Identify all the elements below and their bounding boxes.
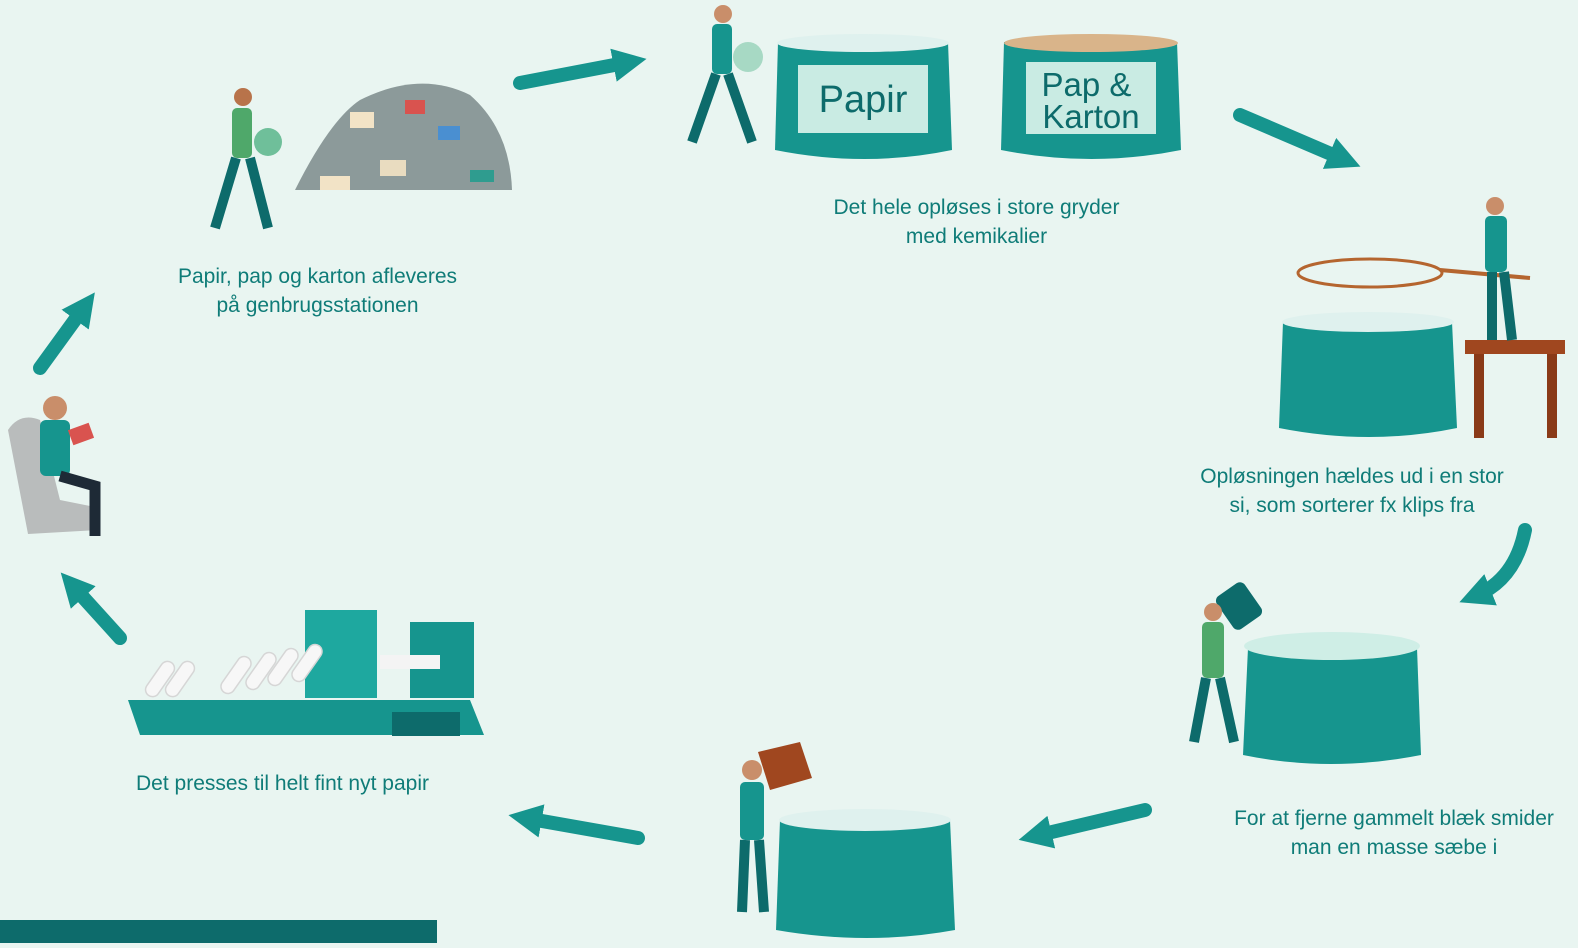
step4-caption: For at fjerne gammelt blæk smider man en… [1234,807,1554,859]
worker-legs [1487,271,1517,341]
bin-pap-karton-top [1004,34,1178,52]
bin-pap-karton-label-line: Pap & [1041,66,1131,103]
bin-pap-karton-label-line: Karton [1042,98,1139,135]
stool-leg [1547,354,1557,438]
worker-legs [1189,676,1239,744]
paper-sheet [350,112,374,128]
arrow-step4-to-step5 [1018,803,1152,849]
person-head [234,88,252,106]
reader-legs [58,470,101,536]
armchair [8,417,100,534]
reader-head [43,396,67,420]
pour-bin-top [779,809,951,831]
pour-bin [776,820,955,938]
paper-roll [164,660,196,698]
sieve-bin-top [1282,312,1454,332]
worker-head [714,5,732,23]
paper-roll [267,647,299,687]
arrow-step5-to-step6 [508,804,645,845]
soap-bottle [1215,582,1263,630]
step3-caption: Opløsningen hældes ud i en stor si, som … [1200,465,1504,517]
step1-illustration [210,83,512,230]
machine-slot [380,655,440,669]
bin-papir-label: Papir [819,79,908,121]
step3-illustration [1279,197,1565,438]
stool-top [1465,340,1565,354]
paper-roll [220,655,252,695]
book [67,422,95,446]
soap-foam [1244,632,1420,660]
bin-pap-karton-label-panel [1026,62,1156,134]
sieve-bin [1279,322,1457,437]
control-panel [392,712,460,736]
paper-sheet [380,160,406,176]
step1-caption: Papir, pap og karton afleveres på genbru… [177,265,457,317]
paper-roll [144,660,176,698]
worker-head [742,760,762,780]
paper-sheet [405,100,425,114]
reader-body [40,420,70,476]
paper-sheet [438,126,460,140]
worker-legs [687,72,757,144]
powder-bag [758,742,812,790]
sieve-handle [1439,268,1531,280]
recyclables-bundle [733,42,763,72]
sieve-ring [1296,257,1444,289]
step7-illustration [8,396,101,536]
worker-body [1202,622,1224,678]
paper-sheet [470,170,494,182]
step5-illustration [737,742,955,938]
step2-caption: Det hele opløses i store gryder med kemi… [833,196,1120,248]
step4-illustration [1189,582,1421,764]
arrow-step2-to-step3 [1233,108,1361,169]
paper-rolls [144,643,323,698]
bin-pap-karton-label: Pap & Karton [1041,66,1140,135]
paper-roll [291,643,323,683]
paper-sheet [320,176,350,190]
cycle-arrows [33,48,1532,849]
arrow-step3-to-step4 [1459,523,1532,606]
step6-illustration [128,610,484,736]
arrow-step1-to-step2 [513,48,647,90]
worker-body [740,782,764,840]
step2-illustration: Papir Pap & Karton [687,5,1181,159]
worker-head [1486,197,1504,215]
soap-bin [1243,648,1421,764]
worker-head [1204,603,1222,621]
stool-leg [1474,354,1484,438]
worker-legs [737,839,769,913]
arrow-step6-to-step7 [60,572,127,645]
person-body [232,108,252,158]
recyclables-bundle [254,128,282,156]
paper-roll [245,651,277,691]
bottom-bar [0,920,437,943]
step6-caption: Det presses til helt fint nyt papir [136,772,429,795]
person-legs [210,156,273,230]
arrow-step7-to-step1 [33,292,95,375]
bin-papir-label-panel [798,65,928,133]
worker-body [712,24,732,74]
worker-body [1485,216,1507,272]
bin-papir-top [777,34,949,52]
paper-pile [295,83,512,190]
